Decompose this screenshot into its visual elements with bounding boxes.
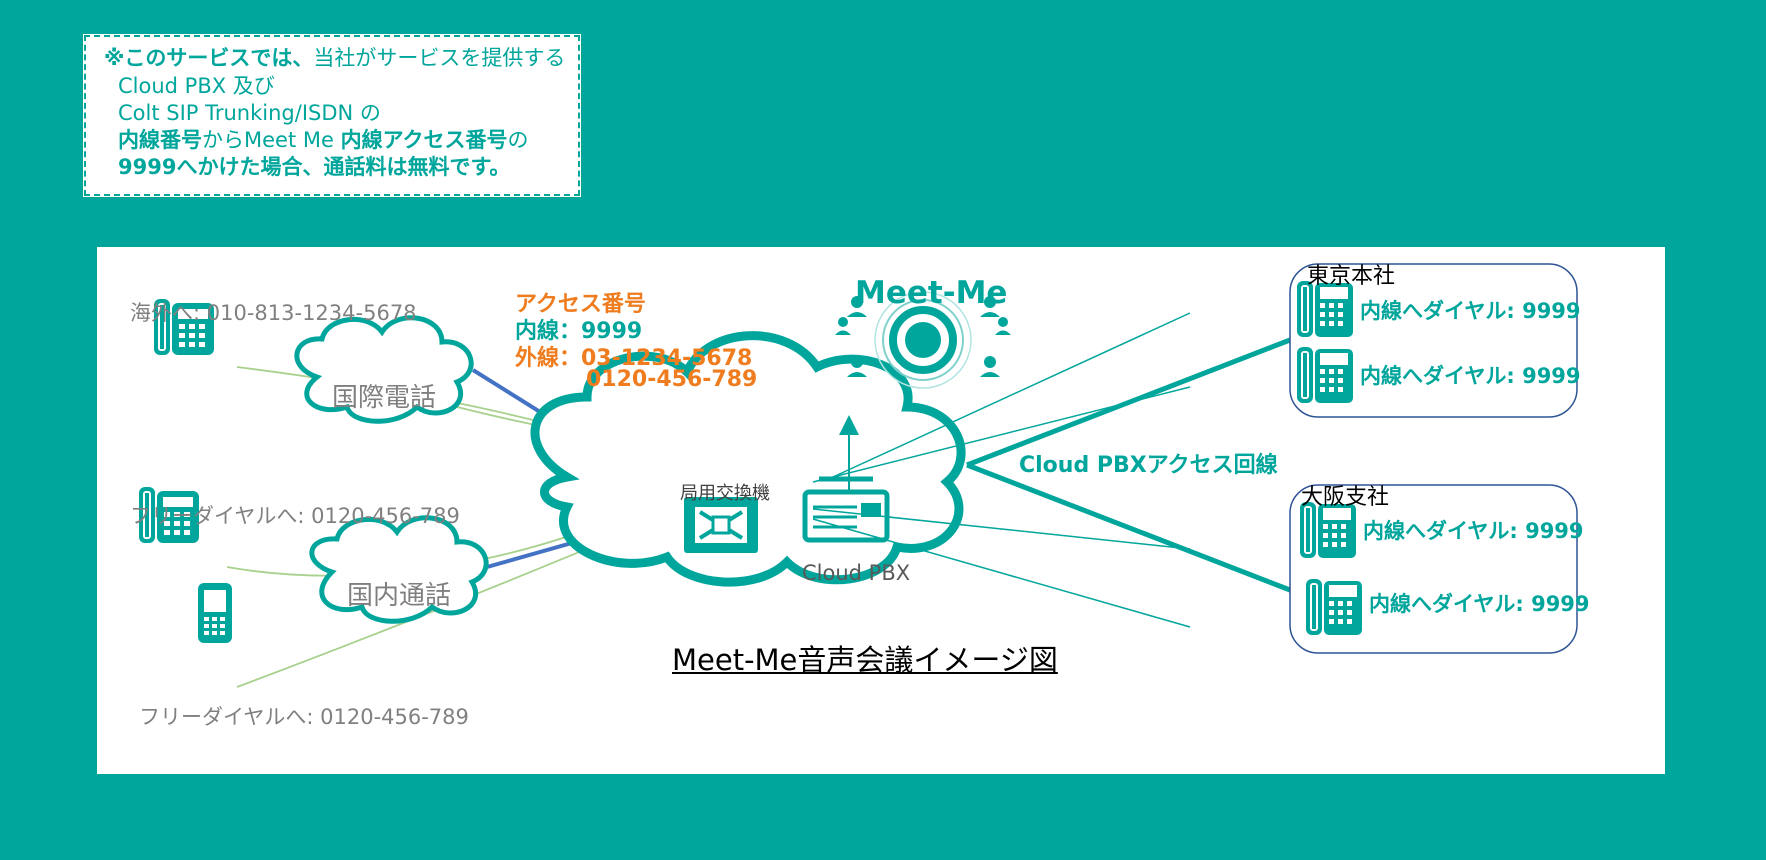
osaka-phone-1-label: 内線へダイヤル: 9999 <box>1363 519 1584 543</box>
service-note: ※このサービスでは、当社がサービスを提供する Cloud PBX 及び Colt… <box>83 34 581 197</box>
exchange-label: 局用交換機 <box>680 483 770 504</box>
international-cloud <box>294 315 474 424</box>
international-call-label: 国際電話 <box>332 383 437 413</box>
tokyo-office-title: 東京本社 <box>1307 264 1396 289</box>
note-line1-bold: このサービスでは、 <box>124 46 314 70</box>
osaka-phone-2-label: 内線へダイヤル: 9999 <box>1369 592 1590 616</box>
freedial-label-1: フリーダイヤルへ: 0120-456-789 <box>130 504 460 528</box>
note-mark: ※ <box>104 46 125 70</box>
tokyo-office-box <box>1289 263 1578 418</box>
tokyo-phone-2-label: 内線へダイヤル: 9999 <box>1360 364 1581 388</box>
note-line4-mid: からMeet Me <box>202 128 341 152</box>
cloud-pbx-icon <box>802 476 890 543</box>
ip-phone-icon-osaka-2 <box>1304 577 1364 637</box>
diagram-panel: 海外へ: 010-813-1234-5678 フリーダイヤルへ: 0120-45… <box>97 247 1665 774</box>
small-clouds <box>294 315 489 624</box>
tokyo-phone-1-label: 内線へダイヤル: 9999 <box>1360 299 1581 323</box>
note-line4-bold2: 内線アクセス番号 <box>340 128 508 152</box>
cloud-pbx-label: Cloud PBX <box>802 561 911 585</box>
note-line1-rest: 当社がサービスを提供する <box>313 46 566 70</box>
desk-phone-icon-overseas <box>152 295 216 359</box>
access-external-2: 0120-456-789 <box>586 367 758 392</box>
diagram-canvas <box>226 263 1578 688</box>
note-line3: Colt SIP Trunking/ISDN の <box>118 101 381 125</box>
exchange-icon <box>684 497 758 553</box>
note-line5: 9999へかけた場合、通話料は無料です。 <box>118 155 511 179</box>
desk-phone-icon-freedial <box>137 483 201 547</box>
diagram-caption: Meet-Me音声会議イメージ図 <box>672 643 1058 677</box>
freedial-label-2: フリーダイヤルへ: 0120-456-789 <box>139 705 469 729</box>
access-line-label: Cloud PBXアクセス回線 <box>1019 453 1278 478</box>
access-external: 外線：03-1234-5678 <box>515 346 753 371</box>
overseas-dial-label: 海外へ: 010-813-1234-5678 <box>130 301 417 325</box>
access-number-title: アクセス番号 <box>515 292 646 317</box>
note-line4-bold1: 内線番号 <box>118 128 202 152</box>
ip-phone-icon-tokyo-1 <box>1295 279 1355 339</box>
meetme-title: Meet-Me <box>855 275 1008 311</box>
ip-phone-icon-osaka-1 <box>1298 500 1358 560</box>
domestic-call-label: 国内通話 <box>347 581 452 611</box>
ip-phone-icon-tokyo-2 <box>1295 345 1355 405</box>
osaka-office-title: 大阪支社 <box>1301 485 1390 510</box>
access-internal: 内線：9999 <box>515 319 643 344</box>
note-line2: Cloud PBX 及び <box>118 74 275 98</box>
domestic-cloud <box>309 515 489 624</box>
note-line4-end: の <box>507 128 529 152</box>
cloud-pbx-access-lines <box>966 337 1291 593</box>
conference-icon <box>835 291 1011 389</box>
mobile-phone-icon <box>197 582 233 644</box>
